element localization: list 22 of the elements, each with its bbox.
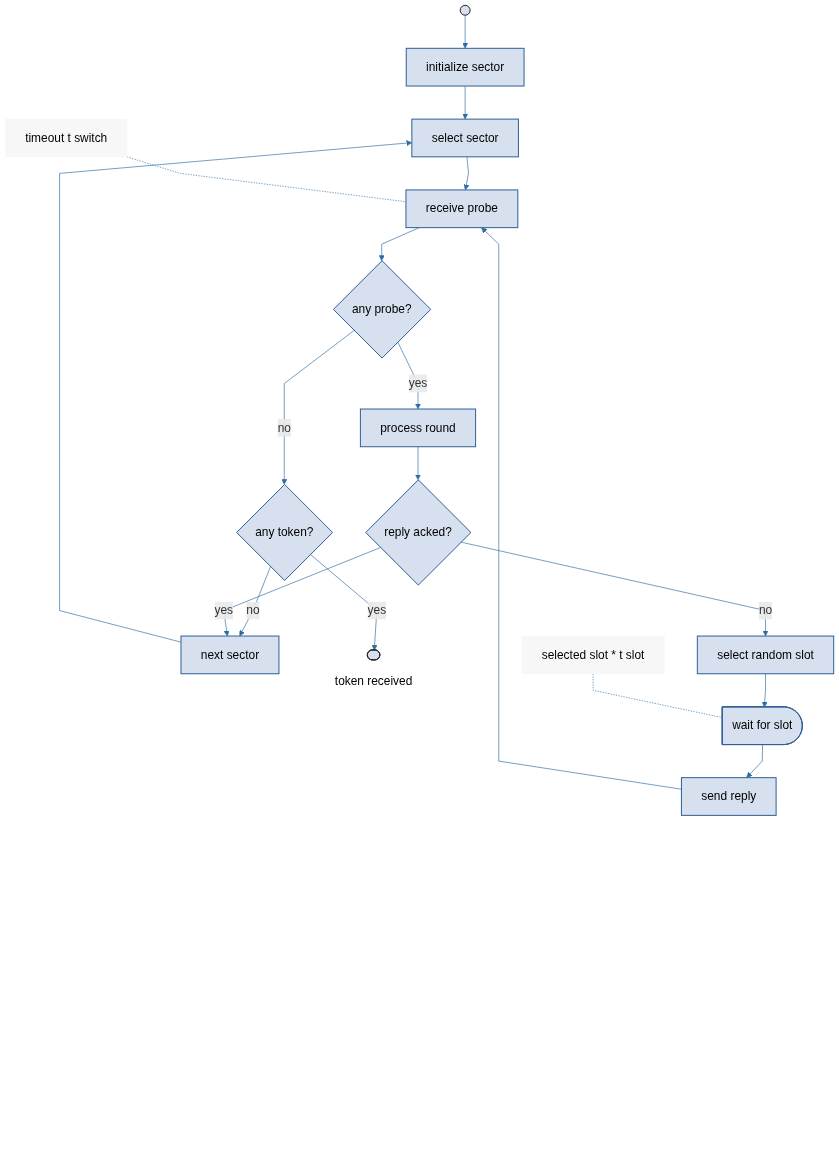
node-diamond: reply acked?	[365, 479, 472, 586]
edge-label: no	[758, 603, 773, 617]
node-label: token received	[334, 674, 413, 688]
connector	[592, 673, 723, 718]
node-box: selected slot * t slot	[521, 635, 665, 675]
edge-label: yes	[367, 603, 387, 617]
node-box: select sector	[411, 118, 519, 158]
connector	[126, 156, 407, 203]
node-circle	[459, 4, 471, 16]
node-diamond: any token?	[236, 483, 334, 581]
node-box: send reply	[680, 777, 777, 816]
node-box: process round	[359, 408, 477, 448]
node-box: timeout t switch	[4, 118, 128, 158]
node-box: next sector	[180, 635, 280, 675]
edge-label: yes	[408, 376, 428, 390]
node-box: receive probe	[405, 189, 519, 229]
edge-label: no	[277, 420, 291, 435]
node-box: select random slot	[696, 635, 835, 675]
node-box: initialize sector	[405, 47, 525, 87]
edge-label: yes	[214, 603, 234, 617]
edge-label: no	[246, 603, 260, 617]
node-diamond: any probe?	[332, 260, 432, 359]
